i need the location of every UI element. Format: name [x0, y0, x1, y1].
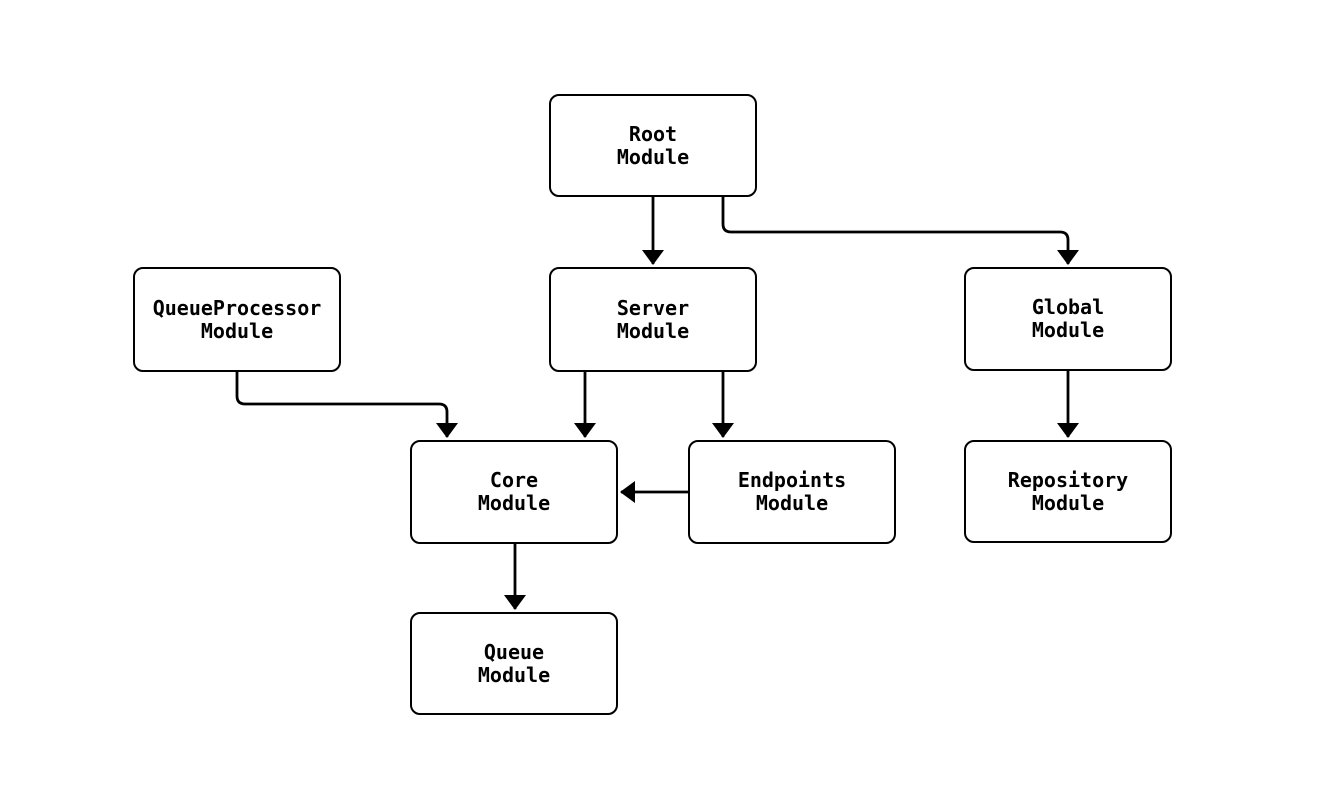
node-endpoints-module-label: Endpoints Module: [737, 468, 847, 515]
node-queue-module: Queue Module: [410, 612, 618, 715]
node-global-module-label: Global Module: [1031, 295, 1105, 342]
node-endpoints-module: Endpoints Module: [688, 440, 896, 544]
node-queue-module-label: Queue Module: [477, 639, 551, 687]
node-root-module: Root Module: [549, 94, 757, 197]
edge-root-to-global: [721, 197, 1079, 265]
node-queueprocessor-module: QueueProcessor Module: [133, 267, 341, 372]
node-repository-module-label: Repository Module: [1007, 467, 1129, 515]
node-global-module: Global Module: [964, 267, 1172, 371]
edge-queueprocessor-to-core: [235, 372, 458, 438]
node-queueprocessor-module-label: QueueProcessor Module: [152, 295, 322, 343]
node-repository-module: Repository Module: [964, 440, 1172, 543]
node-core-module-label: Core Module: [477, 468, 551, 515]
node-root-module-label: Root Module: [616, 121, 690, 169]
node-core-module: Core Module: [410, 440, 618, 544]
node-server-module-label: Server Module: [616, 295, 690, 343]
node-server-module: Server Module: [549, 267, 757, 372]
